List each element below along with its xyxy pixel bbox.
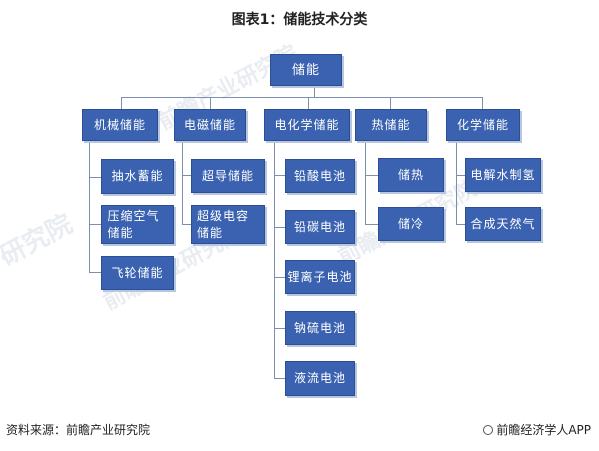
leaf-label: 抽水蓄能 bbox=[111, 169, 164, 183]
connector bbox=[314, 86, 315, 97]
connector bbox=[89, 272, 101, 273]
leaf-label: 液流电池 bbox=[293, 371, 346, 385]
category-label: 电磁储能 bbox=[183, 117, 236, 132]
connector bbox=[456, 141, 457, 225]
leaf-node: 压缩空气储能 bbox=[101, 205, 174, 244]
page-title: 图表1：储能技术分类 bbox=[231, 12, 368, 28]
root-node: 储能 bbox=[270, 54, 342, 86]
connector bbox=[274, 227, 285, 228]
leaf-label: 飞轮储能 bbox=[111, 265, 164, 280]
connector bbox=[308, 97, 309, 109]
leaf-label: 锂离子电池 bbox=[287, 269, 353, 284]
brand-credit-label: 前瞻经济学人APP bbox=[496, 423, 591, 437]
connector bbox=[121, 97, 122, 109]
connector bbox=[365, 141, 366, 225]
brand-logo-icon bbox=[483, 425, 494, 435]
leaf-label: 压缩空气储能 bbox=[107, 208, 160, 240]
connector bbox=[274, 378, 285, 379]
connector bbox=[182, 224, 191, 225]
category-node-thermal: 热储能 bbox=[355, 109, 427, 141]
leaf-node: 储冷 bbox=[378, 207, 444, 241]
category-node-electrochemical: 电化学储能 bbox=[264, 109, 350, 141]
connector bbox=[274, 277, 285, 278]
connector bbox=[121, 97, 483, 98]
leaf-node: 超级电容储能 bbox=[191, 205, 265, 244]
connector bbox=[89, 224, 101, 225]
category-label: 化学储能 bbox=[456, 117, 509, 132]
connector bbox=[182, 141, 183, 225]
leaf-label: 超导储能 bbox=[201, 168, 254, 183]
category-label: 电化学储能 bbox=[274, 117, 340, 132]
leaf-label: 铅碳电池 bbox=[293, 219, 346, 234]
connector bbox=[456, 224, 465, 225]
brand-credit: 前瞻经济学人APP bbox=[483, 421, 591, 438]
leaf-label: 钠硫电池 bbox=[293, 320, 346, 335]
watermark: 研究院 bbox=[0, 209, 78, 273]
leaf-node: 储热 bbox=[378, 158, 444, 192]
leaf-node: 抽水蓄能 bbox=[101, 159, 174, 194]
category-node-mechanical: 机械储能 bbox=[82, 109, 158, 141]
leaf-label: 储冷 bbox=[397, 216, 424, 231]
connector bbox=[390, 97, 391, 109]
leaf-node: 飞轮储能 bbox=[101, 256, 174, 290]
category-node-electromagnetic: 电磁储能 bbox=[174, 109, 246, 141]
category-label: 热储能 bbox=[371, 117, 411, 132]
leaf-label: 合成天然气 bbox=[470, 216, 536, 231]
category-node-chemical: 化学储能 bbox=[446, 109, 520, 141]
source-note: 资料来源：前瞻产业研究院 bbox=[6, 423, 151, 437]
connector bbox=[365, 175, 378, 176]
leaf-node: 钠硫电池 bbox=[285, 311, 355, 345]
connector bbox=[482, 97, 483, 109]
category-label: 机械储能 bbox=[93, 117, 146, 132]
connector bbox=[210, 97, 211, 109]
leaf-label: 铅酸电池 bbox=[293, 168, 346, 183]
connector bbox=[274, 141, 275, 379]
connector bbox=[274, 328, 285, 329]
leaf-node: 铅碳电池 bbox=[285, 210, 355, 244]
root-node-label: 储能 bbox=[291, 62, 320, 78]
leaf-label: 电解水制氢 bbox=[470, 167, 536, 182]
leaf-label: 超级电容储能 bbox=[197, 208, 250, 240]
connector bbox=[274, 175, 285, 176]
leaf-node: 锂离子电池 bbox=[285, 260, 355, 294]
connector bbox=[89, 177, 101, 178]
leaf-node: 液流电池 bbox=[285, 361, 355, 396]
leaf-node: 铅酸电池 bbox=[285, 159, 355, 193]
leaf-node: 合成天然气 bbox=[465, 207, 541, 241]
connector bbox=[365, 224, 378, 225]
connector bbox=[456, 175, 465, 176]
connector bbox=[182, 175, 191, 176]
leaf-node: 电解水制氢 bbox=[465, 158, 541, 192]
connector bbox=[89, 141, 90, 272]
leaf-label: 储热 bbox=[397, 167, 424, 182]
leaf-node: 超导储能 bbox=[191, 159, 265, 193]
